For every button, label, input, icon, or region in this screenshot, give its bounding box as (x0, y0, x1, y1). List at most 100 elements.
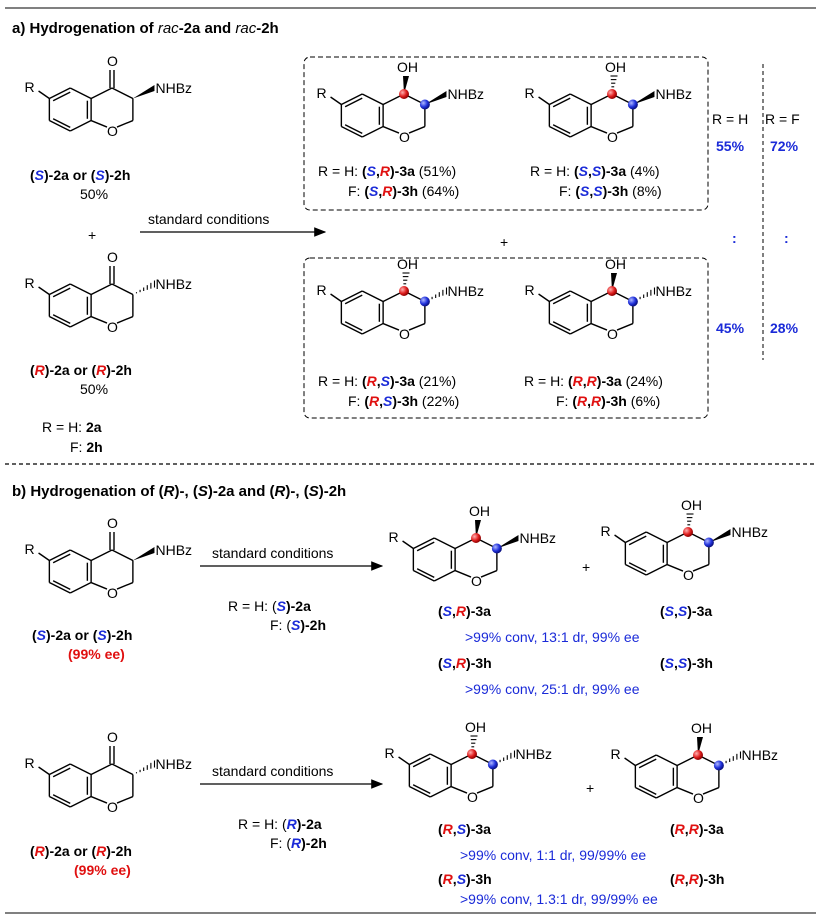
ratio-colon-f: : (784, 230, 789, 246)
ring-oxygen-label: O (467, 789, 478, 805)
row2-label-p2a: (R,R)-3a (670, 821, 724, 837)
row2-label-p2h: (R,R)-3h (670, 871, 724, 887)
carbonyl-oxygen-label: O (107, 729, 118, 745)
c4-stereocenter-marker (607, 286, 617, 296)
ratio-bot-f: 28% (770, 320, 799, 336)
r-group-label: R (389, 529, 399, 545)
section-b-title: b) Hydrogenation of (R)-, (S)-2a and (R)… (12, 483, 346, 500)
ratio-top-h: 55% (716, 138, 745, 154)
hydroxyl-label: OH (681, 497, 702, 513)
ring-oxygen-label: O (693, 790, 704, 806)
c4-stereocenter-marker (399, 89, 409, 99)
sm-r-pct: 50% (80, 381, 108, 397)
row2-sm-label: (R)-2a or (R)-2h (30, 843, 132, 859)
ring-oxygen-label: O (107, 319, 118, 335)
row2-result-a: >99% conv, 1:1 dr, 99/99% ee (460, 847, 646, 863)
hydroxyl-label: OH (465, 719, 486, 735)
c4-stereocenter-marker (467, 749, 477, 759)
plus-a-left: + (88, 227, 96, 243)
row1-result-h: >99% conv, 25:1 dr, 99% ee (465, 681, 640, 697)
nhbz-label: NHBz (447, 283, 484, 299)
c4-stereocenter-marker (693, 750, 703, 760)
r-group-label: R (317, 282, 327, 298)
ratio-top-f: 72% (770, 138, 799, 154)
nhbz-label: NHBz (155, 276, 192, 292)
sm-r-label: (R)-2a or (R)-2h (30, 362, 132, 378)
conditions-a: standard conditions (148, 211, 269, 227)
c3-stereocenter-marker (491, 543, 502, 554)
nhbz-label: NHBz (731, 524, 768, 540)
plus-a-center: + (500, 234, 508, 250)
row1-sm-label: (S)-2a or (S)-2h (32, 627, 132, 643)
c3-stereocenter-marker (419, 296, 430, 307)
r-2-starting-material: R O O NHBz (25, 249, 192, 335)
c4-stereocenter-marker (399, 286, 409, 296)
sm-s-pct: 50% (80, 186, 108, 202)
ring-oxygen-label: O (107, 799, 118, 815)
hydroxyl-label: OH (691, 720, 712, 736)
ring-oxygen-label: O (107, 585, 118, 601)
r-group-label: R (611, 746, 621, 762)
row2-label-p1a: (R,S)-3a (438, 821, 491, 837)
nhbz-label: NHBz (515, 746, 552, 762)
product-box-bottom (303, 257, 709, 419)
r-group-label: R (25, 755, 35, 771)
plus-b2-sign: + (586, 780, 594, 796)
row1-label-p1h: (S,R)-3h (438, 655, 492, 671)
hydroxyl-label: OH (397, 59, 418, 75)
row2-cond-f: F: (R)-2h (270, 835, 327, 851)
c3-stereocenter-marker (627, 296, 638, 307)
ratio-head-f: R = F (765, 111, 800, 127)
legend-h: R = H: 2a (42, 419, 102, 435)
ring-oxygen-label: O (399, 129, 410, 145)
nhbz-label: NHBz (155, 80, 192, 96)
r-group-label: R (601, 523, 611, 539)
carbonyl-oxygen-label: O (107, 515, 118, 531)
row2-starting-material: R O O NHBz (25, 729, 192, 815)
carbonyl-oxygen-label: O (107, 249, 118, 265)
row1-product-s-s: R O OH NHBz (601, 497, 768, 583)
product-label-3a-3: R = H: (R,R)-3a (24%) (524, 373, 663, 389)
c3-stereocenter-marker (627, 99, 638, 110)
row2-label-p1h: (R,S)-3h (438, 871, 492, 887)
nhbz-label: NHBz (741, 747, 778, 763)
product-labels-b: (S,R)-3a(S,S)-3a(S,R)-3h(S,S)-3h(R,S)-3a… (438, 603, 724, 887)
ring-oxygen-label: O (607, 129, 618, 145)
product-label-3h-2: F: (R,S)-3h (22%) (348, 393, 459, 409)
r-group-label: R (25, 79, 35, 95)
nhbz-label: NHBz (655, 283, 692, 299)
product-label-3a-0: R = H: (S,R)-3a (51%) (318, 163, 456, 179)
ratio-bot-h: 45% (716, 320, 745, 336)
r-group-label: R (25, 275, 35, 291)
row2-product-r-s: R O OH NHBz (385, 719, 552, 805)
row1-result-a: >99% conv, 13:1 dr, 99% ee (465, 629, 640, 645)
hydroxyl-label: OH (469, 503, 490, 519)
c3-stereocenter-marker (419, 99, 430, 110)
product-labels-a: R = H: (S,R)-3a (51%) F: (S,R)-3h (64%) R … (318, 163, 663, 409)
c3-stereocenter-marker (487, 759, 498, 770)
row1-ee: (99% ee) (68, 646, 125, 662)
r-group-label: R (385, 745, 395, 761)
nhbz-label: NHBz (519, 530, 556, 546)
ring-oxygen-label: O (683, 567, 694, 583)
product-label-3h-0: F: (S,R)-3h (64%) (348, 183, 459, 199)
ring-oxygen-label: O (399, 326, 410, 342)
nhbz-label: NHBz (155, 756, 192, 772)
product-label-3h-1: F: (S,S)-3h (8%) (559, 183, 662, 199)
nhbz-label: NHBz (447, 86, 484, 102)
r-group-label: R (525, 282, 535, 298)
row2-ee: (99% ee) (74, 862, 131, 878)
product-label-3h-3: F: (R,R)-3h (6%) (556, 393, 660, 409)
ring-oxygen-label: O (107, 123, 118, 139)
sm-s-label: (S)-2a or (S)-2h (30, 167, 130, 183)
c4-stereocenter-marker (683, 527, 693, 537)
c3-stereocenter-marker (703, 537, 714, 548)
r-group-label: R (525, 85, 535, 101)
